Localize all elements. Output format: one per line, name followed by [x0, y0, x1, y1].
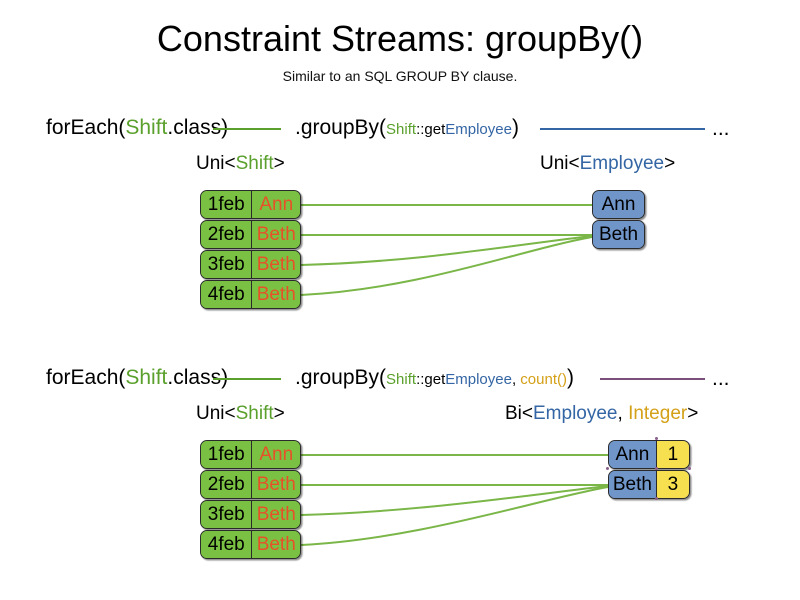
left-generic-suffix: > — [273, 403, 285, 424]
fact-row-shift[interactable]: 2feb Beth — [200, 220, 301, 249]
group-by-prefix: .groupBy( — [295, 116, 387, 139]
group-by-arg-type: Shift — [386, 371, 417, 388]
fact-row-shift[interactable]: 4feb Beth — [200, 280, 301, 309]
fact-row-shift[interactable]: 3feb Beth — [200, 250, 301, 279]
fact-row-shift[interactable]: 1feb Ann — [200, 440, 301, 469]
shift-employee: Beth — [252, 531, 300, 558]
shift-date: 1feb — [201, 191, 253, 218]
left-stream-header-2: Uni<Shift> — [196, 403, 285, 425]
employee-count: 1 — [656, 441, 689, 468]
right-generic-comma: , — [617, 403, 629, 424]
shift-employee: Beth — [252, 471, 300, 498]
group-by-arg-collector: count() — [520, 371, 567, 388]
for-each-suffix: .class) — [167, 366, 229, 389]
for-each-prefix: forEach( — [46, 116, 126, 139]
code-groupby-2: .groupBy(Shift::getEmployee, count()) — [295, 367, 574, 388]
group-by-arg-separator: ::get — [416, 121, 446, 138]
code-line-2: forEach(Shift.class) — [46, 367, 228, 388]
right-stream-header-2: Bi<Employee, Integer> — [505, 403, 698, 425]
left-generic-type: Shift — [235, 403, 274, 424]
left-generic-prefix: Uni< — [196, 153, 236, 174]
link-shift4-beth — [300, 236, 593, 296]
employee-name: Beth — [593, 221, 644, 248]
fact-row-shift[interactable]: 2feb Beth — [200, 470, 301, 499]
shift-date: 3feb — [201, 501, 253, 528]
shift-employee: Beth — [252, 501, 300, 528]
for-each-suffix: .class) — [167, 116, 229, 139]
right-generic-suffix: > — [687, 403, 699, 424]
code-link-blue-1 — [540, 128, 705, 130]
code-link-green-2 — [213, 378, 281, 380]
group-by-arg-property: Employee — [445, 371, 512, 388]
group-by-suffix: ) — [566, 366, 574, 389]
group-by-prefix: .groupBy( — [295, 366, 387, 389]
shift-date: 4feb — [201, 281, 253, 308]
fact-row-shift[interactable]: 4feb Beth — [200, 530, 301, 559]
right-generic-type: Employee — [579, 153, 665, 174]
group-by-suffix: ) — [511, 116, 519, 139]
code-link-green-1 — [213, 128, 281, 130]
group-by-arg-type: Shift — [386, 121, 417, 138]
code-ellipsis-2: ... — [712, 367, 730, 390]
employee-name: Ann — [609, 441, 657, 468]
tuple-corner-dot — [688, 467, 691, 470]
fact-row-shift[interactable]: 3feb Beth — [200, 500, 301, 529]
tuple-corner-dot — [655, 437, 658, 440]
tuple-corner-dot — [655, 467, 658, 470]
shift-employee: Beth — [252, 221, 300, 248]
tuple-corner-dot — [655, 497, 658, 500]
right-generic-prefix: Uni< — [540, 153, 580, 174]
shift-date: 2feb — [201, 221, 253, 248]
shift-date: 1feb — [201, 441, 253, 468]
fact-row-employee-count[interactable]: Beth 3 — [608, 470, 690, 499]
left-generic-suffix: > — [273, 153, 285, 174]
right-generic-type: Employee — [533, 403, 618, 424]
code-groupby-1: .groupBy(Shift::getEmployee) — [295, 117, 519, 138]
employee-count: 3 — [656, 471, 689, 498]
right-stream-header-1: Uni<Employee> — [540, 153, 675, 175]
group-by-arg-separator: ::get — [416, 371, 446, 388]
fact-row-shift[interactable]: 1feb Ann — [200, 190, 301, 219]
fact-row-employee[interactable]: Ann — [592, 190, 645, 219]
for-each-prefix: forEach( — [46, 366, 126, 389]
tuple-corner-dot — [606, 467, 609, 470]
page-subtitle: Similar to an SQL GROUP BY clause. — [282, 68, 518, 84]
group-by-arg-property: Employee — [445, 121, 512, 138]
code-line-1: forEach(Shift.class) — [46, 117, 228, 138]
for-each-type: Shift — [125, 116, 168, 139]
right-generic-type2: Integer — [628, 403, 688, 424]
fact-row-employee[interactable]: Beth — [592, 220, 645, 249]
left-generic-prefix: Uni< — [196, 403, 236, 424]
shift-employee: Ann — [252, 441, 300, 468]
page-title: Constraint Streams: groupBy() — [156, 18, 644, 59]
right-generic-suffix: > — [664, 153, 676, 174]
code-link-purple-2 — [600, 378, 705, 380]
employee-name: Beth — [609, 471, 657, 498]
right-generic-prefix: Bi< — [505, 403, 533, 424]
link-shift3-beth — [300, 485, 609, 516]
shift-employee: Beth — [252, 251, 300, 278]
shift-date: 4feb — [201, 531, 253, 558]
fact-row-employee-count[interactable]: Ann 1 — [608, 440, 690, 469]
employee-name: Ann — [593, 191, 644, 218]
group-by-arg-comma: , — [511, 371, 521, 388]
link-shift3-beth — [300, 235, 593, 266]
shift-date: 3feb — [201, 251, 253, 278]
shift-date: 2feb — [201, 471, 253, 498]
left-stream-header-1: Uni<Shift> — [196, 153, 285, 175]
link-shift4-beth — [300, 486, 609, 546]
left-generic-type: Shift — [235, 153, 274, 174]
shift-employee: Beth — [252, 281, 300, 308]
shift-employee: Ann — [252, 191, 300, 218]
code-ellipsis-1: ... — [712, 117, 730, 140]
for-each-type: Shift — [125, 366, 168, 389]
